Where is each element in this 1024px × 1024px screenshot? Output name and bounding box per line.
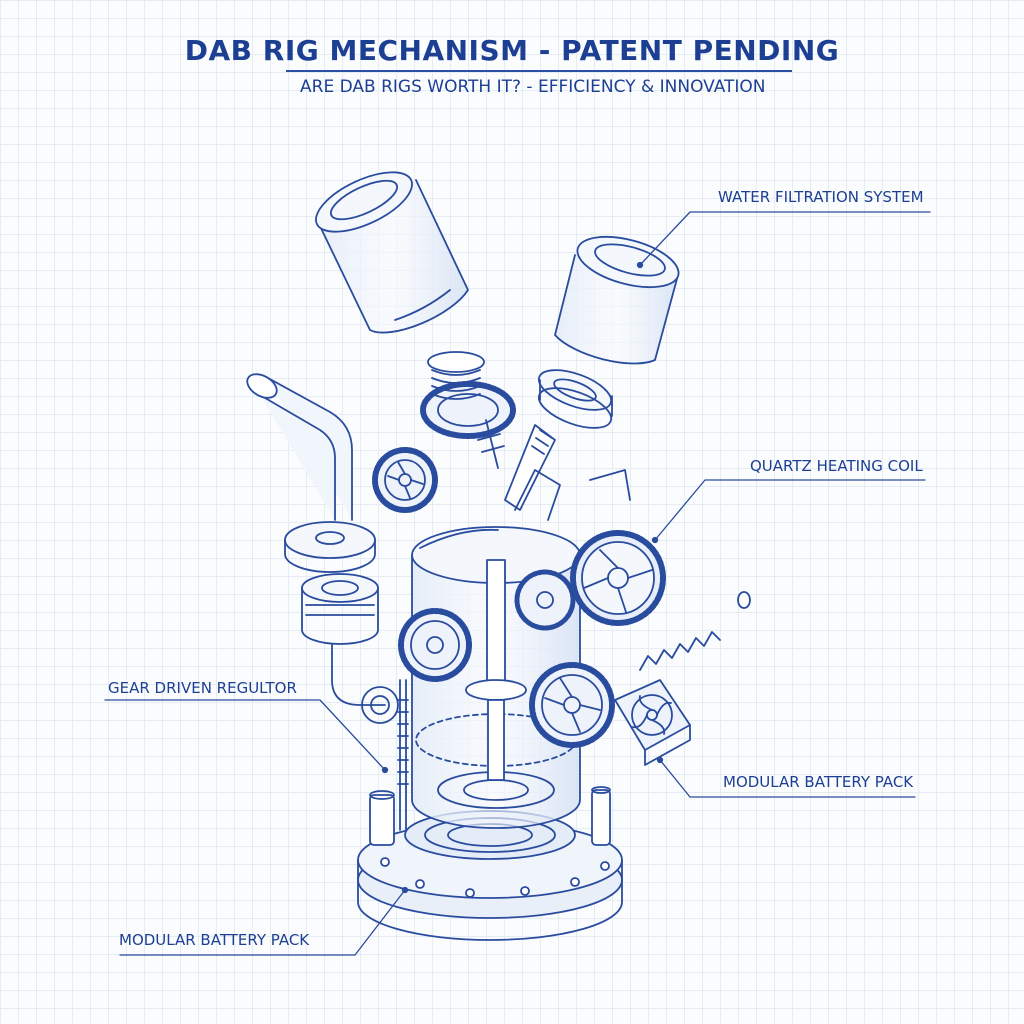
fan-module	[614, 679, 691, 766]
gear-top	[420, 381, 516, 439]
label-gear-regulator: GEAR DRIVEN REGULTOR	[108, 679, 297, 697]
diagram-subtitle: ARE DAB RIGS WORTH IT? - EFFICIENCY & IN…	[300, 77, 766, 97]
label-battery-right: MODULAR BATTERY PACK	[723, 773, 914, 791]
label-battery-bottom: MODULAR BATTERY PACK	[119, 931, 310, 949]
gear-large-right-hub	[581, 541, 655, 615]
diagram-title: DAB RIG MECHANISM - PATENT PENDING	[184, 34, 840, 67]
leader-lines	[104, 211, 931, 956]
top-left-cup	[315, 171, 469, 334]
gear-upper-left	[372, 447, 438, 513]
top-right-cup	[554, 235, 680, 365]
label-water-filtration: WATER FILTRATION SYSTEM	[718, 188, 924, 206]
connector-tubes	[419, 469, 631, 549]
cap-ring	[537, 369, 613, 429]
spring-stack	[427, 351, 505, 469]
bent-mouthpiece	[246, 373, 376, 573]
side-spring	[639, 591, 751, 671]
gear-center	[529, 662, 615, 748]
base-plate	[357, 810, 623, 941]
gear-left	[398, 608, 472, 682]
label-quartz-coil: QUARTZ HEATING COIL	[750, 457, 923, 475]
left-connector	[301, 573, 399, 724]
quartz-nozzle	[504, 424, 556, 511]
title-underline	[286, 70, 792, 72]
support-posts	[369, 679, 611, 846]
gear-mid	[514, 569, 576, 631]
